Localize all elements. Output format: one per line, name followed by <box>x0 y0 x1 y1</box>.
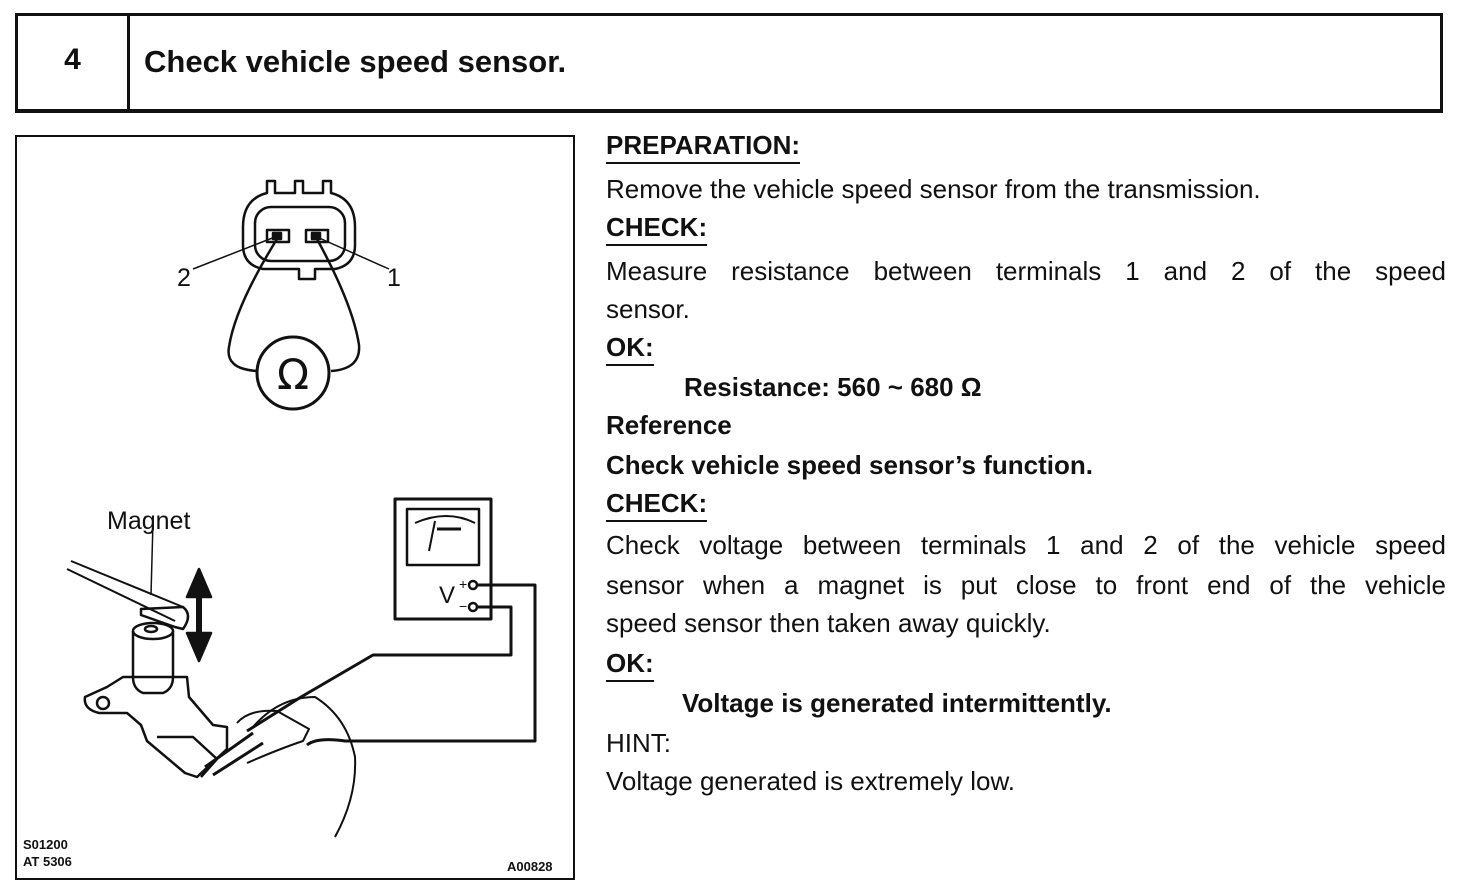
figure-code-1: S01200 <box>23 837 68 852</box>
check-text-2-line-2: sensor when a magnet is put close to fro… <box>606 570 1446 600</box>
connector-outline-icon <box>241 179 357 281</box>
voltmeter-icon <box>393 497 493 621</box>
step-title: Check vehicle speed sensor. <box>144 44 567 79</box>
hint-text: Voltage generated is extremely low. <box>606 766 1016 796</box>
ok-value-2: Voltage is generated intermittently. <box>682 688 1112 718</box>
step-number: 4 <box>18 16 130 109</box>
reference-heading: Reference <box>606 410 732 440</box>
speed-sensor-icon <box>131 631 175 695</box>
step-header: 4 Check vehicle speed sensor. <box>15 13 1443 113</box>
check-text-1-line-1: Measure resistance between terminals 1 a… <box>606 256 1446 286</box>
check-text-1-line-2: sensor. <box>606 294 690 324</box>
figure-code-2: AT 5306 <box>23 854 72 869</box>
preparation-heading: PREPARATION: <box>606 130 801 164</box>
magnet-label: Magnet <box>107 507 191 535</box>
check-text-2-line-1: Check voltage between terminals 1 and 2 … <box>606 530 1446 560</box>
voltmeter-label: V <box>439 582 455 609</box>
ohmmeter-icon <box>255 335 331 411</box>
ohm-symbol: Ω <box>277 350 309 399</box>
voltmeter-plus: + <box>459 576 467 592</box>
hint-heading: HINT: <box>606 728 671 758</box>
terminal-2-label: 2 <box>177 264 191 292</box>
check-heading-1: CHECK: <box>606 212 708 246</box>
ok-value-1: Resistance: 560 ~ 680 Ω <box>684 372 982 402</box>
illustration-drawing: Ω V + − <box>66 179 537 838</box>
check-heading-2: CHECK: <box>606 488 708 522</box>
terminal-1-label: 1 <box>387 264 401 292</box>
figure-code-3: A00828 <box>507 859 553 874</box>
reference-title: Check vehicle speed sensor’s function. <box>606 450 1093 480</box>
check-text-2-line-3: speed sensor then taken away quickly. <box>606 608 1051 638</box>
sensor-illustration: Ω V + − 2 1 Magnet S01200 AT 5306 A00828 <box>15 135 575 880</box>
preparation-text: Remove the vehicle speed sensor from the… <box>606 174 1261 204</box>
voltmeter-minus: − <box>459 598 467 614</box>
ok-heading-1: OK: <box>606 332 654 366</box>
ok-heading-2: OK: <box>606 648 654 682</box>
